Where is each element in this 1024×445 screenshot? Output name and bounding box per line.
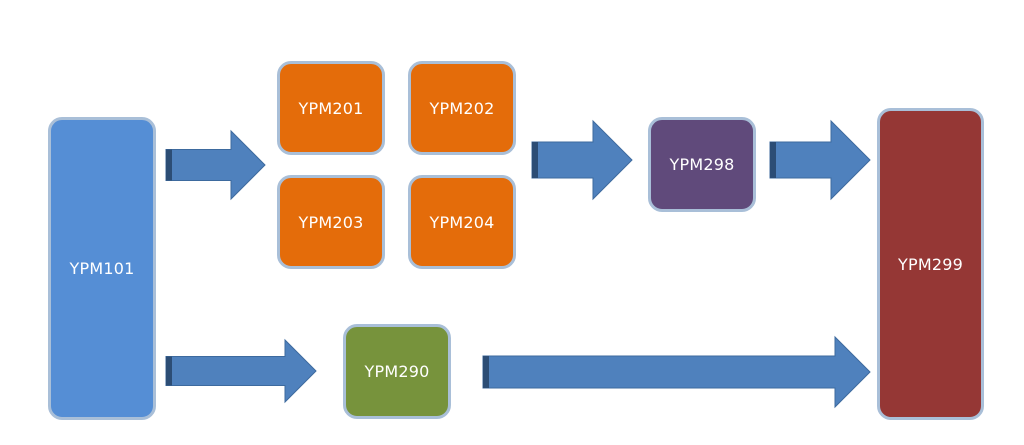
- arrow-tail-shade: [166, 356, 172, 386]
- node-ypm101: YPM101: [48, 117, 156, 420]
- arrow-ypm101-to-ypm290: [165, 338, 317, 404]
- arrow-tail-shade: [532, 142, 538, 178]
- block-arrow-shape: [165, 129, 266, 201]
- arrow-tail-shade: [166, 149, 172, 181]
- node-label: YPM299: [898, 254, 963, 274]
- node-ypm299: YPM299: [877, 108, 984, 420]
- arrow-ypm201-204-to-ypm298: [531, 119, 633, 201]
- node-ypm202: YPM202: [408, 61, 516, 155]
- arrow-tail-shade: [770, 142, 776, 178]
- node-ypm201: YPM201: [277, 61, 385, 155]
- block-arrow-shape: [482, 335, 871, 409]
- node-label: YPM201: [298, 98, 364, 118]
- node-ypm298: YPM298: [648, 117, 756, 212]
- node-label: YPM298: [669, 155, 735, 174]
- arrow-body: [165, 338, 317, 404]
- node-label: YPM203: [298, 212, 364, 232]
- block-arrow-shape: [769, 119, 871, 201]
- arrow-ypm101-to-ypm201-204: [165, 129, 266, 201]
- node-label: YPM290: [364, 362, 430, 381]
- block-arrow-shape: [165, 338, 317, 404]
- node-ypm204: YPM204: [408, 175, 516, 269]
- node-ypm290: YPM290: [343, 324, 451, 419]
- node-label: YPM204: [429, 212, 495, 232]
- arrow-body: [531, 119, 633, 201]
- node-label: YPM202: [429, 98, 495, 118]
- arrow-body: [769, 119, 871, 201]
- arrow-tail-shade: [483, 356, 489, 388]
- arrow-body: [482, 335, 871, 409]
- node-ypm203: YPM203: [277, 175, 385, 269]
- node-label: YPM101: [69, 259, 135, 278]
- arrow-ypm298-to-ypm299: [769, 119, 871, 201]
- arrow-body: [165, 129, 266, 201]
- arrow-ypm290-to-ypm299: [482, 335, 871, 409]
- block-arrow-shape: [531, 119, 633, 201]
